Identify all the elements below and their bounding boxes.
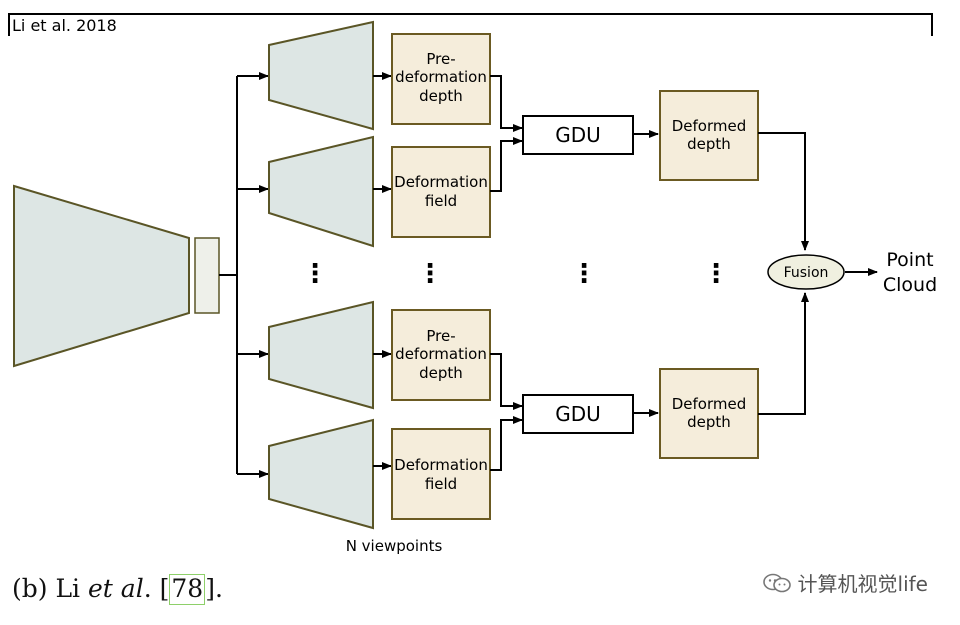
caption-prefix: (b) Li: [12, 574, 89, 603]
pre-deformation-depth-label-bottom-2: deformation: [395, 345, 487, 363]
connector-deformed-to-fusion-top: [758, 132, 809, 251]
caption-italic: et al: [88, 574, 144, 603]
deformation-field-label-top-1: Deformation: [394, 173, 488, 191]
deformation-field-box-bottom: [391, 428, 491, 520]
deformed-depth-box-bottom: [659, 368, 759, 459]
decoder-trapezoid-1: [268, 20, 374, 131]
encoder-trapezoid: [13, 184, 190, 368]
deformed-depth-label-top-1: Deformed: [672, 117, 747, 135]
fusion-label: Fusion: [784, 265, 829, 281]
ellipsis-decoders: ⋮: [302, 259, 328, 289]
pre-deformation-depth-box-top: [391, 33, 491, 125]
viewpoints-label: N viewpoints: [346, 537, 443, 555]
deformed-depth-label-top-2: depth: [687, 135, 731, 153]
deformed-depth-box-top: [659, 90, 759, 181]
header-bracket: [8, 13, 933, 36]
wechat-icon: [762, 573, 791, 592]
pre-deformation-depth-label-bottom-1: Pre-: [426, 327, 455, 345]
gdu-box-bottom: [522, 394, 634, 434]
deformation-field-label-bottom-2: field: [425, 475, 457, 493]
figure-caption: (b) Li et al. [78].: [12, 574, 223, 605]
connector-pre-to-gdu-bottom: [490, 353, 523, 410]
decoder-trapezoid-3: [268, 300, 374, 410]
pre-deformation-depth-box-bottom: [391, 309, 491, 401]
pre-deformation-depth-label-bottom-3: depth: [419, 364, 463, 382]
gdu-box-top: [522, 115, 634, 155]
deformation-field-label-top-2: field: [425, 192, 457, 210]
header-label: Li et al. 2018: [12, 16, 117, 35]
latent-code-box: [194, 237, 220, 314]
deformed-depth-label-bottom-2: depth: [687, 413, 731, 431]
fusion-node: [767, 254, 845, 290]
point-cloud-label-1: Point: [886, 249, 933, 271]
citation-link[interactable]: 78: [169, 574, 206, 605]
deformed-depth-label-bottom-1: Deformed: [672, 395, 747, 413]
caption-suffix: ].: [205, 574, 223, 603]
connector-deformed-to-fusion-bottom: [758, 292, 809, 415]
deformation-field-box-top: [391, 146, 491, 238]
ellipsis-boxes: ⋮: [417, 259, 443, 289]
decoder-trapezoid-4: [268, 418, 374, 530]
ellipsis-gdu: ⋮: [571, 259, 597, 289]
gdu-label-bottom: GDU: [555, 402, 601, 426]
point-cloud-label-2: Cloud: [883, 274, 937, 296]
decoder-trapezoid-2: [268, 135, 374, 248]
deformation-field-label-bottom-1: Deformation: [394, 456, 488, 474]
connector-pre-to-gdu-top: [490, 75, 523, 132]
ellipsis-deformed: ⋮: [703, 259, 729, 289]
pre-deformation-depth-label-top-2: deformation: [395, 68, 487, 86]
caption-mid: . [: [143, 574, 170, 603]
pre-deformation-depth-label-top-1: Pre-: [426, 50, 455, 68]
pre-deformation-depth-label-top-3: depth: [419, 87, 463, 105]
watermark: 计算机视觉life: [762, 568, 928, 597]
connector-field-to-gdu-top: [490, 137, 523, 192]
gdu-label-top: GDU: [555, 123, 601, 147]
connector-field-to-gdu-bottom: [490, 416, 523, 471]
watermark-text: 计算机视觉life: [797, 572, 928, 596]
